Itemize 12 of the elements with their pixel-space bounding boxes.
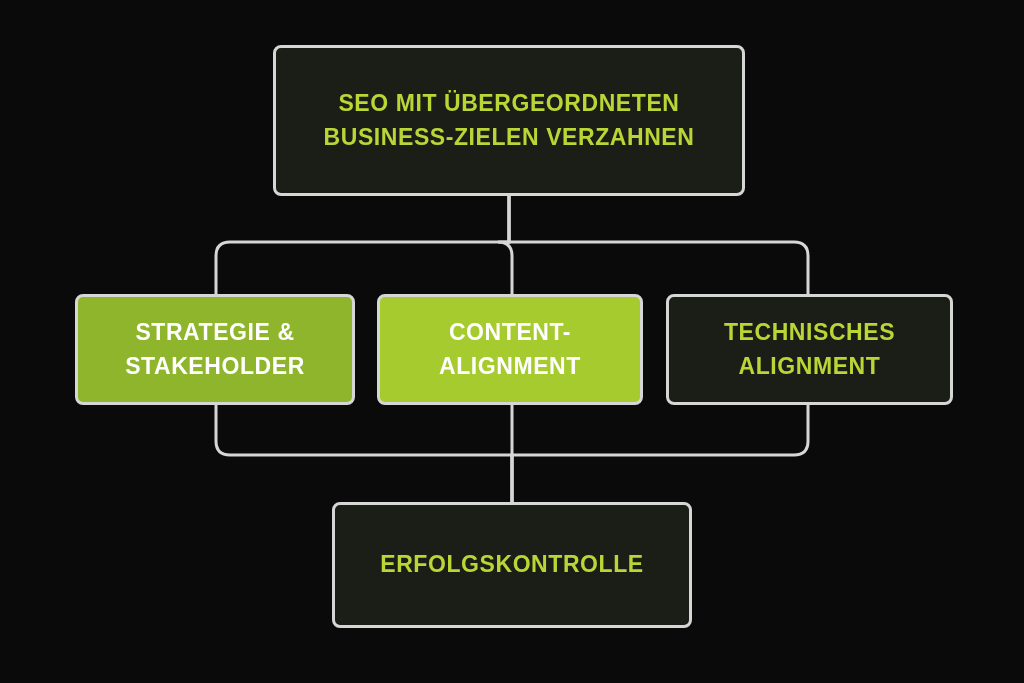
process-box bbox=[75, 294, 355, 405]
connector-line bbox=[507, 196, 810, 294]
connector-line bbox=[510, 405, 810, 502]
process-box bbox=[377, 294, 643, 405]
box-label: STRATEGIE & STAKEHOLDER bbox=[124, 318, 306, 381]
box-label: ERFOLGSKONTROLLE bbox=[380, 550, 644, 580]
process-box bbox=[332, 502, 692, 628]
box-label: TECHNISCHES ALIGNMENT bbox=[722, 318, 897, 381]
process-box bbox=[666, 294, 953, 405]
box-label: CONTENT-ALIGNMENT bbox=[438, 318, 582, 381]
process-box bbox=[273, 45, 745, 196]
box-label: SEO MIT ÜBERGEORDNETEN BUSINESS-ZIELEN VERZAHNEN bbox=[322, 89, 696, 152]
